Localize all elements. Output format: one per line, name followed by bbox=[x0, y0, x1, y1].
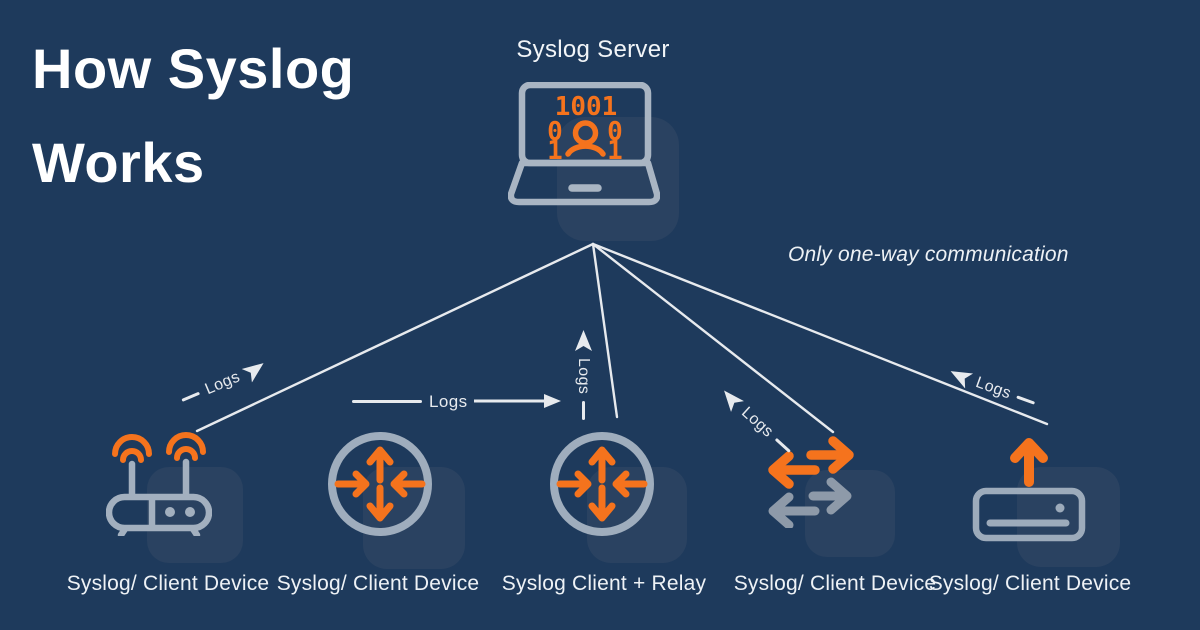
binary-row2-left: 0 bbox=[547, 117, 563, 147]
laptop-binary-person-icon: 1001 0 0 1 1 bbox=[508, 82, 660, 206]
binary-row3-left: 1 bbox=[547, 136, 563, 166]
page-title-line1: How Syslog bbox=[32, 37, 355, 100]
device5-label: Syslog/ Client Device bbox=[928, 572, 1132, 595]
binary-row1: 1001 bbox=[555, 92, 618, 122]
logs-arrowhead-icon bbox=[724, 390, 745, 413]
device5-highlight-tile bbox=[1017, 467, 1120, 567]
page-title: How Syslog Works bbox=[32, 22, 354, 210]
logs-flow-device1: Logs bbox=[179, 357, 269, 408]
device2-label: Syslog/ Client Device bbox=[276, 572, 480, 595]
router-icon bbox=[550, 432, 654, 536]
two-way-arrows-icon bbox=[768, 436, 854, 528]
server-to-device5-line bbox=[591, 242, 1049, 426]
server-to-device3-line bbox=[591, 242, 619, 419]
logs-flow-relay: Logs bbox=[575, 330, 593, 421]
logs-flow-device2-to-relay: Logs bbox=[352, 390, 562, 412]
logs-label: Logs bbox=[429, 391, 468, 411]
logs-dash bbox=[181, 391, 201, 403]
one-way-note: Only one-way communication bbox=[788, 243, 1069, 266]
device1-highlight-tile bbox=[147, 467, 243, 563]
device4-highlight-tile bbox=[805, 470, 895, 557]
wireless-router-icon bbox=[106, 432, 212, 536]
logs-arrowhead-icon bbox=[575, 330, 592, 351]
logs-line bbox=[352, 399, 422, 403]
server-label: Syslog Server bbox=[516, 36, 670, 63]
logs-dash bbox=[1016, 395, 1036, 406]
binary-row2-right: 0 bbox=[607, 117, 623, 147]
server-to-device4-line bbox=[591, 242, 835, 434]
logs-flow-device4: Logs bbox=[717, 385, 795, 458]
person-glyph bbox=[565, 120, 606, 157]
logs-label: Logs bbox=[575, 358, 593, 395]
network-switch-icon bbox=[972, 438, 1086, 542]
server-to-device1-line bbox=[195, 242, 595, 433]
device1-label: Syslog/ Client Device bbox=[66, 572, 270, 595]
logs-dash bbox=[581, 401, 586, 421]
logs-arrow-icon bbox=[474, 394, 562, 408]
page-title-line2: Works bbox=[32, 131, 205, 194]
logs-dash bbox=[774, 437, 792, 454]
logs-flow-device5: Logs bbox=[947, 365, 1038, 412]
router-icon bbox=[328, 432, 432, 536]
logs-arrowhead-icon bbox=[241, 363, 264, 383]
logs-arrowhead-icon bbox=[950, 371, 974, 389]
device3-label: Syslog Client + Relay bbox=[501, 572, 707, 595]
binary-row3-right: 1 bbox=[607, 136, 623, 166]
device4-label: Syslog/ Client Device bbox=[733, 572, 937, 595]
